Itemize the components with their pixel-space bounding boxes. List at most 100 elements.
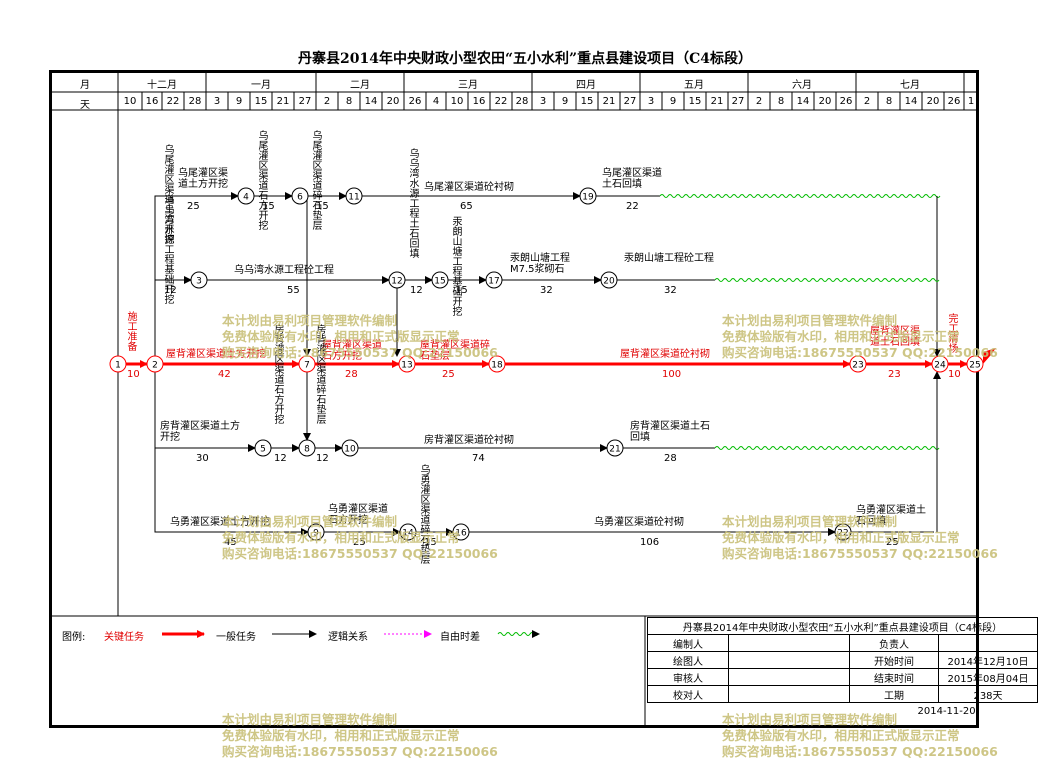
day-label: 15 (254, 96, 268, 107)
info-start: 2014年12月10日 (938, 651, 1038, 669)
task-duration: 12 (164, 285, 177, 296)
node-label: 6 (297, 193, 303, 203)
info-duration-label: 工期 (849, 685, 939, 703)
task-label: 乌勇灌区渠道碎石垫层 (420, 465, 431, 566)
day-label: 20 (818, 96, 832, 107)
watermark: 本计划由易利项目管理软件编制免费体验版有水印，相用和正式版显示正常购买咨询电话:… (722, 712, 998, 759)
month-label: 七月 (900, 80, 920, 91)
info-end-label: 结束时间 (849, 668, 939, 686)
month-label: 四月 (576, 80, 596, 91)
node-circle (345, 187, 363, 205)
day-label: 20 (386, 96, 400, 107)
node-label: 4 (243, 193, 249, 203)
info-editor (728, 634, 850, 652)
node-circle (341, 439, 359, 457)
day-label: 4 (432, 96, 440, 107)
info-end: 2015年08月04日 (938, 668, 1038, 686)
info-owner (938, 634, 1038, 652)
float-wave (714, 278, 940, 282)
task-label: 汞朗山塘工程砼工程 (624, 253, 714, 264)
day-label: 27 (623, 96, 637, 107)
node-label: 11 (348, 193, 359, 203)
node-circle (452, 523, 470, 541)
task-duration: 32 (664, 285, 677, 296)
task-duration: 22 (626, 201, 639, 212)
day-label: 16 (145, 96, 159, 107)
task-duration: 65 (460, 201, 473, 212)
task-duration: 15 (262, 201, 275, 212)
day-label: 28 (515, 96, 529, 107)
task-label: 房背灌区渠道碎石垫层 (316, 325, 327, 426)
node-circle (291, 187, 309, 205)
task-label: 乌勇灌区渠道土石回填 (856, 505, 926, 527)
node-label: 15 (434, 277, 445, 287)
node-label: 9 (313, 529, 319, 539)
task-label: 屋背灌区渠道碎石垫层 (420, 340, 490, 362)
node-label: 14 (402, 529, 414, 539)
task-duration: 12 (410, 285, 423, 296)
day-label: 26 (839, 96, 853, 107)
legend-float-label: 自由时差 (440, 632, 480, 643)
info-start-label: 开始时间 (849, 651, 939, 669)
task-duration: 42 (218, 369, 231, 380)
branch-arrow (154, 372, 309, 536)
task-duration: 45 (224, 537, 237, 548)
day-label: 8 (885, 96, 893, 107)
task-duration: 28 (345, 369, 358, 380)
node-label: 18 (491, 361, 503, 371)
info-drawer (728, 651, 850, 669)
month-label: 三月 (458, 80, 478, 91)
task-duration: 12 (316, 453, 329, 464)
day-label: 8 (777, 96, 785, 107)
day-label: 9 (669, 96, 677, 107)
node-label: 25 (969, 361, 980, 371)
node-label: 2 (152, 361, 158, 371)
task-label: 屋背灌区渠道石方开挖 (322, 340, 382, 362)
task-duration: 106 (640, 537, 660, 548)
watermark: 本计划由易利项目管理软件编制免费体验版有水印，相用和正式版显示正常购买咨询电话:… (222, 712, 498, 759)
task-duration: 74 (472, 453, 485, 464)
day-label: 2 (323, 96, 331, 107)
day-header-label: 天 (80, 100, 90, 111)
day-label: 14 (904, 96, 918, 107)
task-label: 汞朗山塘工程M7.5浆砌石 (510, 253, 570, 275)
node-label: 24 (934, 361, 946, 371)
node-label: 16 (455, 529, 467, 539)
info-reviewer (728, 668, 850, 686)
node-circle (931, 355, 949, 373)
node-circle (600, 271, 618, 289)
node-circle (237, 187, 255, 205)
day-label: 21 (602, 96, 616, 107)
watermark: 本计划由易利项目管理软件编制免费体验版有水印，相用和正式版显示正常购买咨询电话:… (222, 514, 498, 561)
task-label: 乌勇灌区渠道砼衬砌 (594, 517, 684, 528)
node-circle (849, 355, 867, 373)
day-label: 27 (298, 96, 312, 107)
task-label: 完工清场 (948, 314, 959, 355)
day-label: 14 (796, 96, 810, 107)
day-label: 14 (364, 96, 378, 107)
task-label: 屋背灌区渠道土方开挖 (166, 349, 266, 360)
day-label: 21 (276, 96, 290, 107)
info-checker (728, 685, 850, 703)
task-duration: 15 (424, 537, 437, 548)
day-label: 27 (731, 96, 745, 107)
node-circle (298, 355, 316, 373)
node-circle (109, 355, 127, 373)
day-label: 26 (408, 96, 422, 107)
task-label: 乌尾灌区渠道石方开挖 (258, 131, 269, 232)
task-label: 房背灌区渠道石方开挖 (274, 325, 285, 426)
info-drawer-label: 绘图人 (647, 651, 729, 669)
task-label: 施工准备 (127, 312, 138, 353)
day-label: 16 (472, 96, 486, 107)
task-label: 乌乌湾水源工程土石回填 (409, 149, 420, 260)
node-circle (298, 439, 316, 457)
day-label: 9 (235, 96, 243, 107)
task-label: 乌尾灌区渠道砼衬砌 (424, 182, 514, 193)
day-label: 2 (755, 96, 763, 107)
day-label: 15 (580, 96, 594, 107)
info-editor-label: 编制人 (647, 634, 729, 652)
day-label: 1 (967, 96, 975, 107)
task-duration: 12 (274, 453, 287, 464)
task-label: 乌乌湾水源工程砼工程 (234, 265, 334, 276)
